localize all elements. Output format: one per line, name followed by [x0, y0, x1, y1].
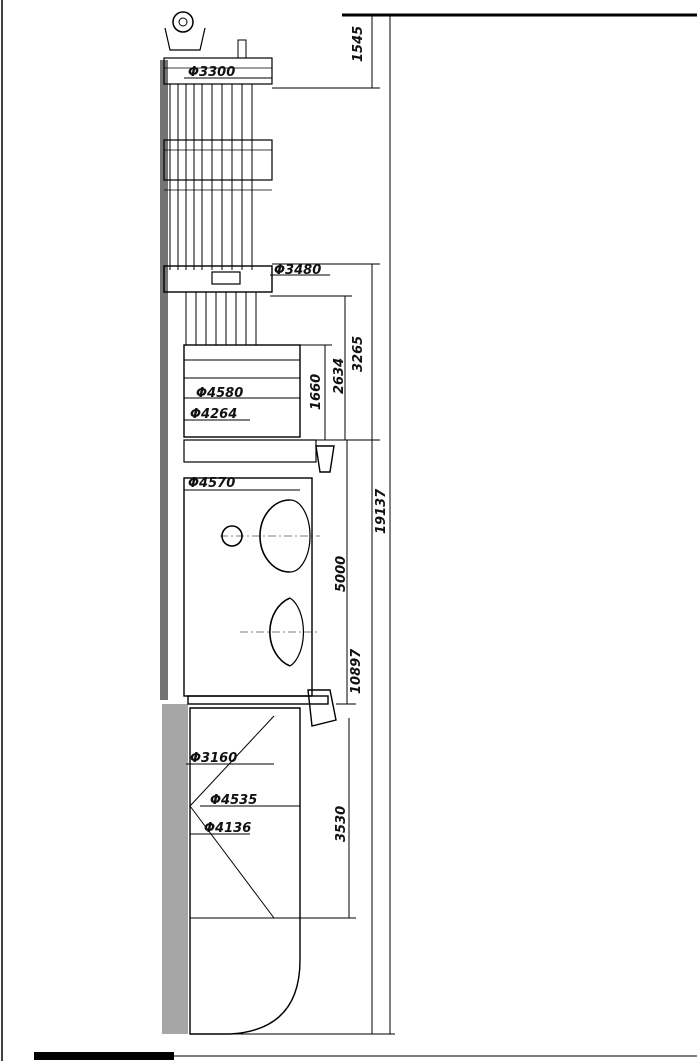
- dim-h10897: 10897: [349, 648, 364, 694]
- dim-h5000: 5000: [334, 556, 349, 592]
- vessel-structure: [160, 11, 337, 1035]
- dim-d4264: Φ4264: [190, 407, 237, 422]
- dim-d3300: Φ3300: [188, 65, 235, 80]
- title-block-bar: [34, 1052, 174, 1060]
- dim-h3265: 3265: [351, 336, 366, 372]
- dim-h19137: 19137: [374, 488, 389, 534]
- dim-d3480: Φ3480: [274, 263, 321, 278]
- dimension-lines: [184, 15, 395, 1035]
- dim-d4580: Φ4580: [196, 386, 243, 401]
- diameter-labels: Φ3300 Φ3480 Φ4580 Φ4264 Φ4570 Φ3160 Φ453…: [188, 65, 321, 836]
- dim-d4570: Φ4570: [188, 476, 235, 491]
- dim-h2634: 2634: [332, 358, 347, 394]
- dim-d4136: Φ4136: [204, 821, 251, 836]
- dim-h1660: 1660: [309, 374, 324, 410]
- height-labels: 1545 3265 2634 1660 19137 5000 10897 353…: [309, 26, 389, 842]
- dim-h1545: 1545: [351, 26, 366, 62]
- dim-d3160: Φ3160: [190, 751, 237, 766]
- dim-d4535: Φ4535: [210, 793, 257, 808]
- dim-h3530: 3530: [334, 806, 349, 842]
